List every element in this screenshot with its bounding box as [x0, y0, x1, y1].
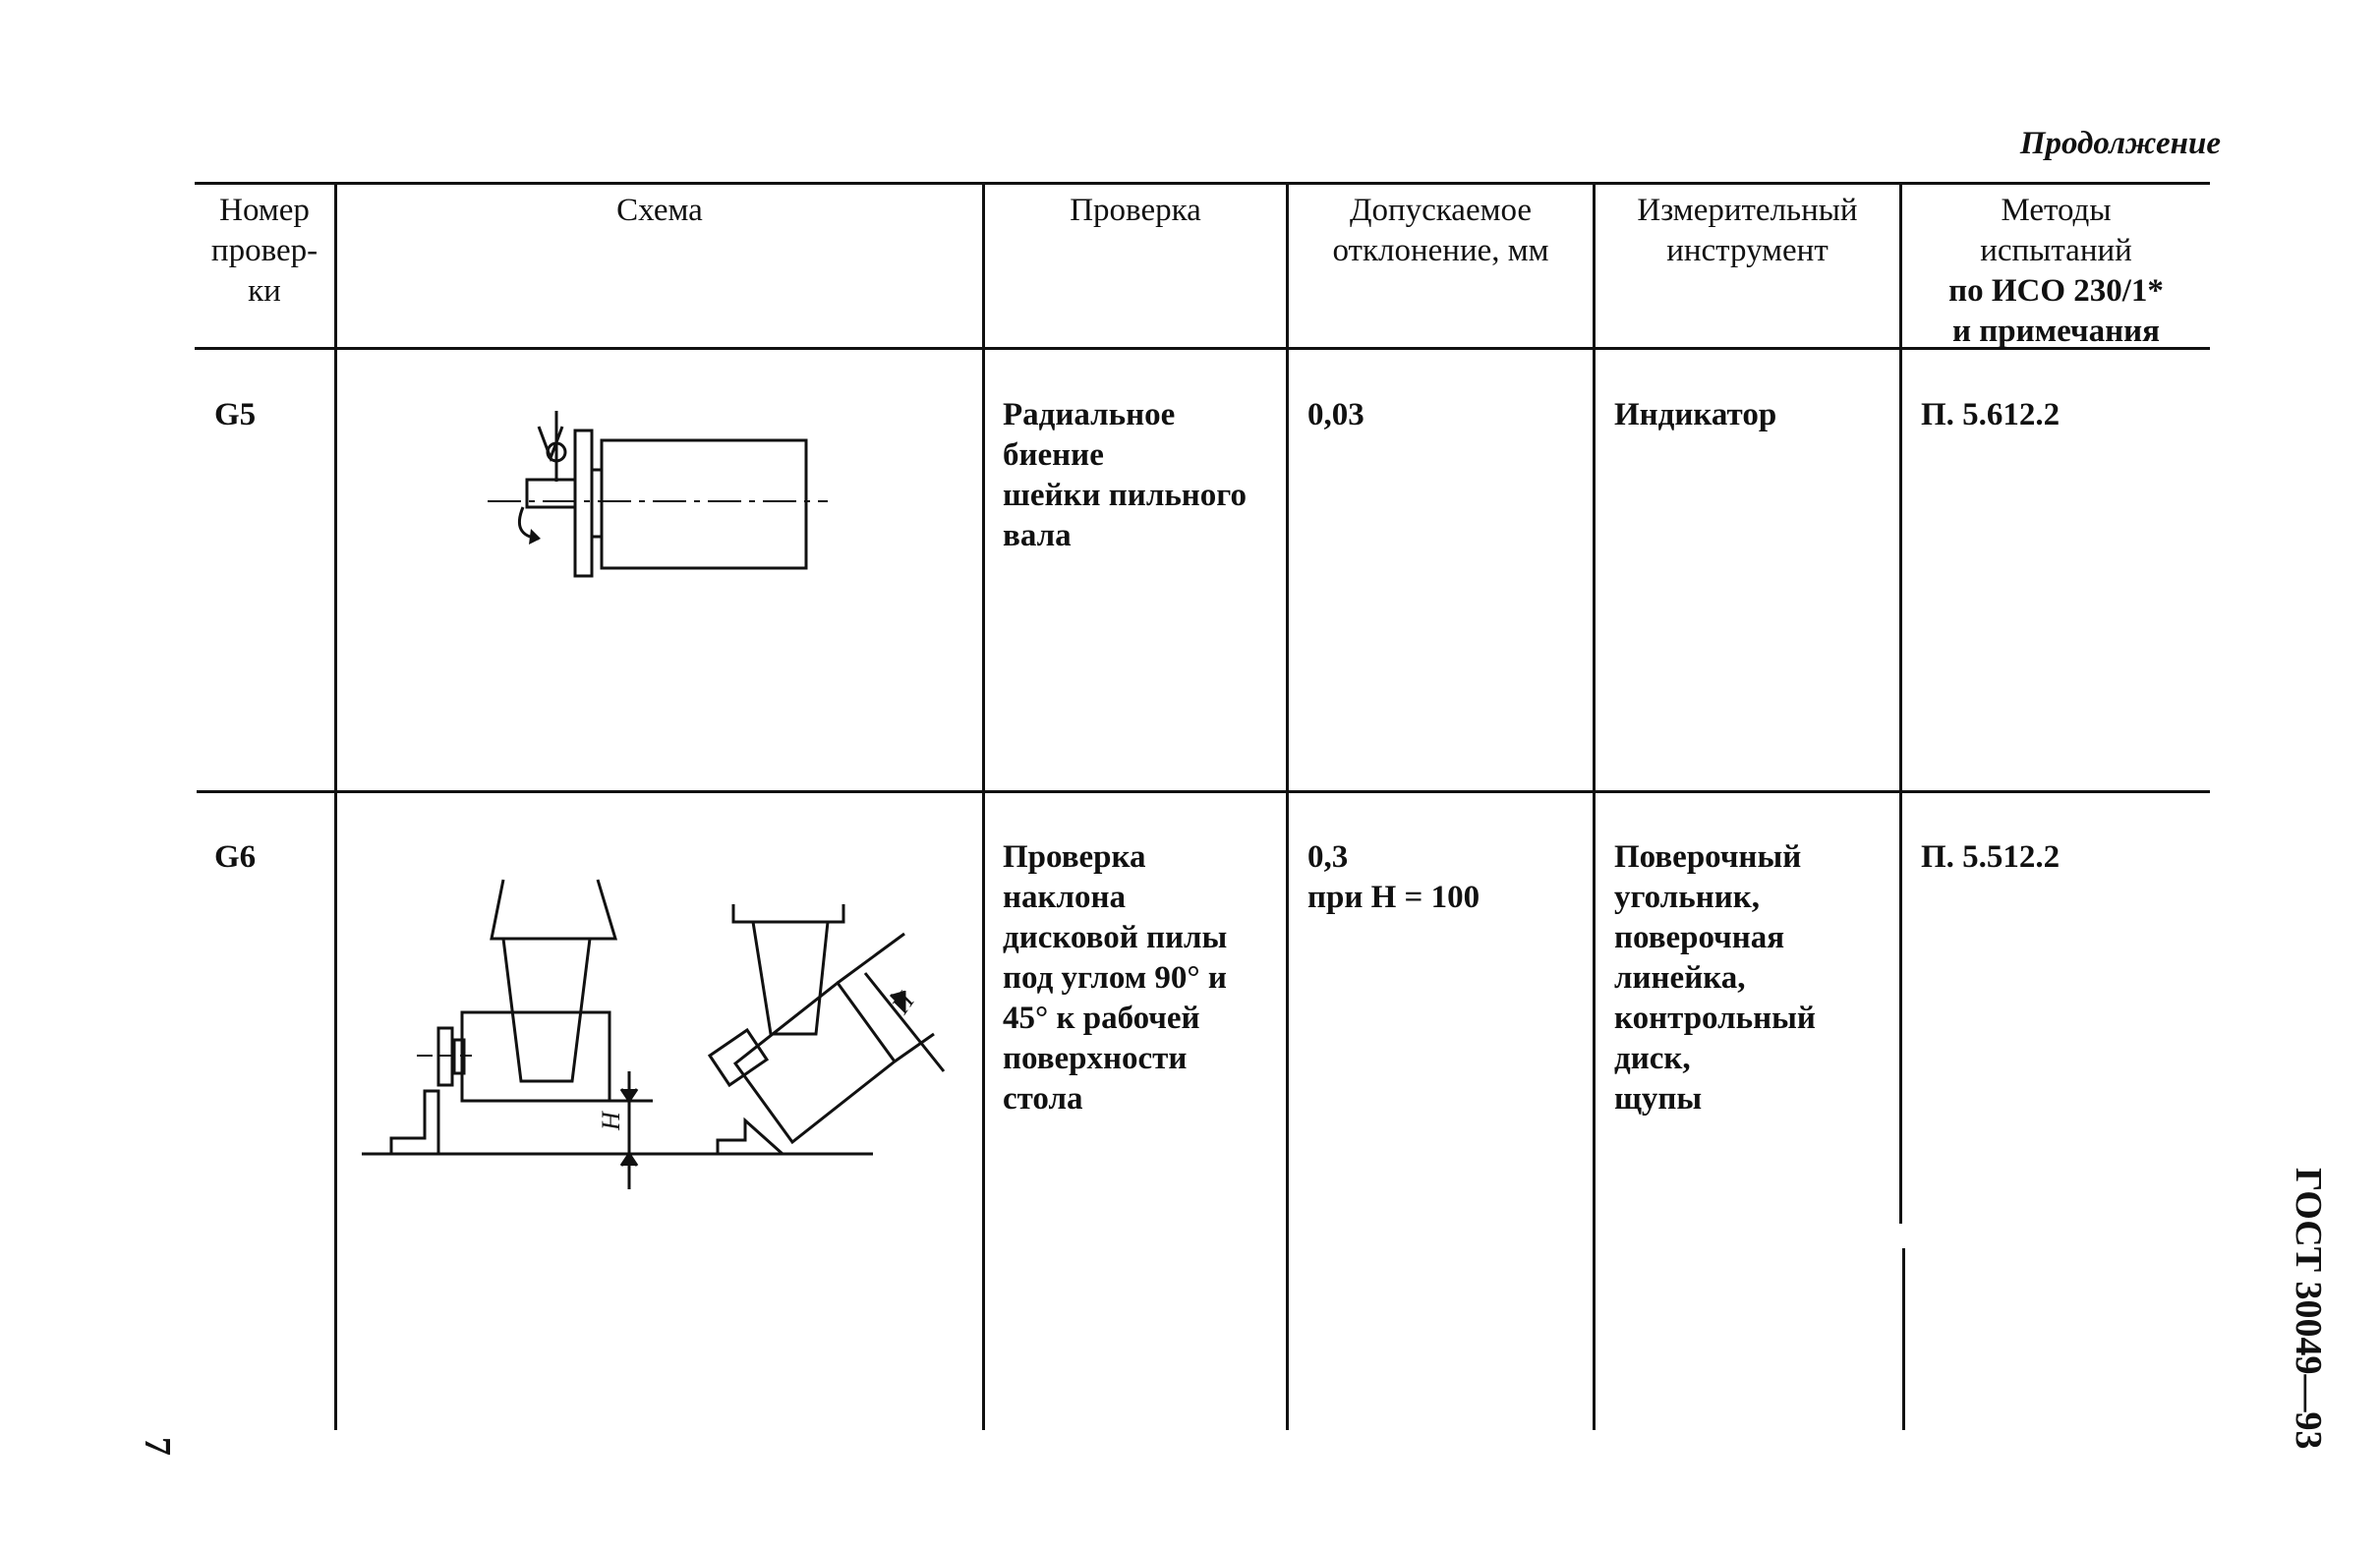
column-divider [1902, 1248, 1905, 1430]
row-divider [197, 790, 2210, 793]
standard-code: ГОСТ 30049—93 [2288, 1168, 2329, 1450]
column-divider [1286, 182, 1289, 1430]
row-g6-methods: П. 5.512.2 [1921, 839, 2061, 875]
header-check: Проверка [1070, 193, 1201, 228]
column-divider [1593, 182, 1596, 1430]
angle-bracket-left [389, 1089, 440, 1154]
row-g6-number: G6 [214, 839, 257, 875]
row-g5-methods: П. 5.612.2 [1921, 397, 2061, 432]
column-divider [1899, 182, 1902, 1224]
indicator-arrow [537, 426, 564, 463]
square-clamp-right [707, 1027, 770, 1088]
disk-left [501, 938, 592, 1083]
header-bottom-border [195, 347, 2210, 350]
disk-right [751, 921, 830, 1036]
column-divider [334, 182, 337, 1430]
h-label-left: H [597, 1111, 625, 1131]
continuation-label: Продолжение [2019, 126, 2221, 161]
page-number: 7 [137, 1437, 178, 1456]
shaft-journal [525, 478, 577, 509]
table-top-border [195, 182, 2210, 185]
dimension-h-right [863, 972, 946, 1072]
header-scheme: Схема [616, 193, 703, 228]
row-g5-tolerance: 0,03 [1307, 397, 1364, 432]
row-g5-instrument: Индикатор [1614, 397, 1777, 432]
blade-guard-right [731, 904, 845, 924]
blade-guard-left [490, 879, 618, 941]
carriage-left [460, 1010, 611, 1103]
square-clamp-left [436, 1026, 454, 1087]
angle-bracket-right [716, 1117, 784, 1156]
row-g5-number: G5 [214, 397, 257, 432]
column-divider [982, 182, 985, 1430]
carriage-right [732, 980, 898, 1145]
